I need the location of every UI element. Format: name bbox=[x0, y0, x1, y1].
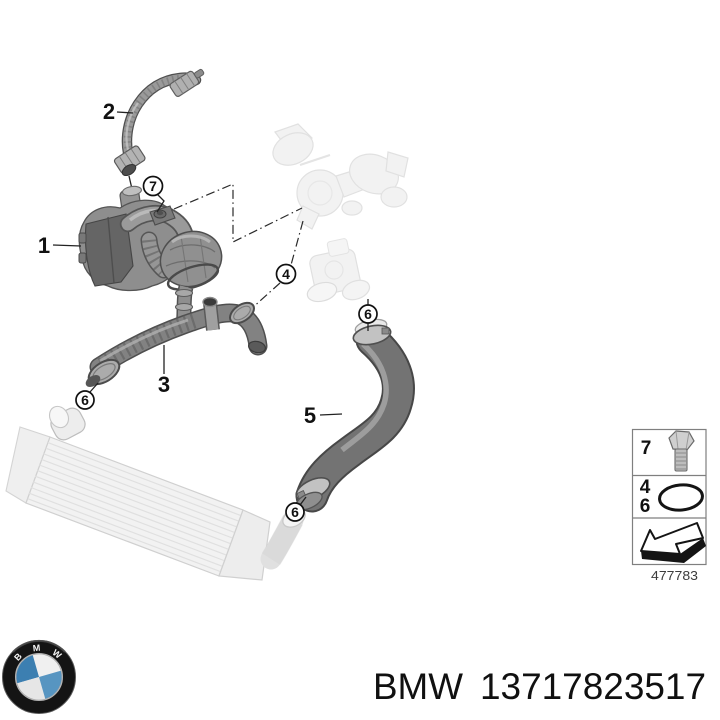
part-5-charge-air-pipe bbox=[295, 318, 415, 513]
callout-4-circle bbox=[275, 263, 297, 285]
hex-bolt-icon bbox=[668, 430, 695, 472]
assembly-line bbox=[173, 183, 304, 310]
legend-bolt-label: 7 bbox=[641, 438, 652, 459]
vent-hose-bottom-connector bbox=[113, 145, 146, 174]
part-3-intake-hose bbox=[85, 296, 268, 387]
hose-clamp-right bbox=[229, 301, 255, 325]
callout-5-label: 5 bbox=[304, 403, 316, 428]
legend-box: 7 4 6 bbox=[631, 428, 707, 566]
bmw-roundel-logo: B M W bbox=[2, 639, 76, 714]
callouts: 1 2 3 5 7 4 6 6 6 bbox=[38, 99, 378, 522]
logo-letter-b: B bbox=[12, 651, 24, 663]
callout-6-circle-top bbox=[358, 304, 378, 324]
figure-number: 477783 bbox=[651, 568, 698, 583]
callout-2-label: 2 bbox=[103, 99, 115, 124]
callout-7-circle bbox=[142, 175, 164, 197]
part-number-text: BMW 13717823517 bbox=[373, 666, 706, 707]
callout-4-label: 4 bbox=[282, 266, 290, 282]
callout-3-label: 3 bbox=[158, 372, 170, 397]
legend-oring-label-top: 4 bbox=[640, 477, 651, 498]
faded-intercooler bbox=[5, 405, 306, 581]
pipe-clamp-top bbox=[352, 324, 392, 346]
logo-letter-m: M bbox=[32, 643, 41, 654]
faded-throttle-body bbox=[306, 238, 371, 303]
legend-oring-label-bottom: 6 bbox=[640, 496, 651, 517]
callout-1-label: 1 bbox=[38, 233, 50, 258]
intercooler-inlet-stub bbox=[48, 405, 86, 441]
vent-hose-top-fitting bbox=[169, 68, 205, 97]
callout-6-label-left: 6 bbox=[81, 392, 89, 408]
installation-direction-arrow-icon bbox=[640, 522, 706, 563]
callout-7-label: 7 bbox=[149, 178, 157, 194]
callout-6-circle-bottom bbox=[285, 502, 305, 522]
part-number-value: 13717823517 bbox=[480, 666, 706, 707]
brand-text: BMW bbox=[373, 666, 463, 707]
callout-6-circle-left bbox=[75, 390, 95, 410]
callout-6-label-bottom: 6 bbox=[291, 504, 299, 520]
faded-turbocharger bbox=[272, 123, 409, 230]
callout-6-label-top: 6 bbox=[364, 306, 372, 322]
part-2-vent-hose bbox=[113, 68, 205, 190]
o-ring-icon bbox=[658, 483, 704, 512]
